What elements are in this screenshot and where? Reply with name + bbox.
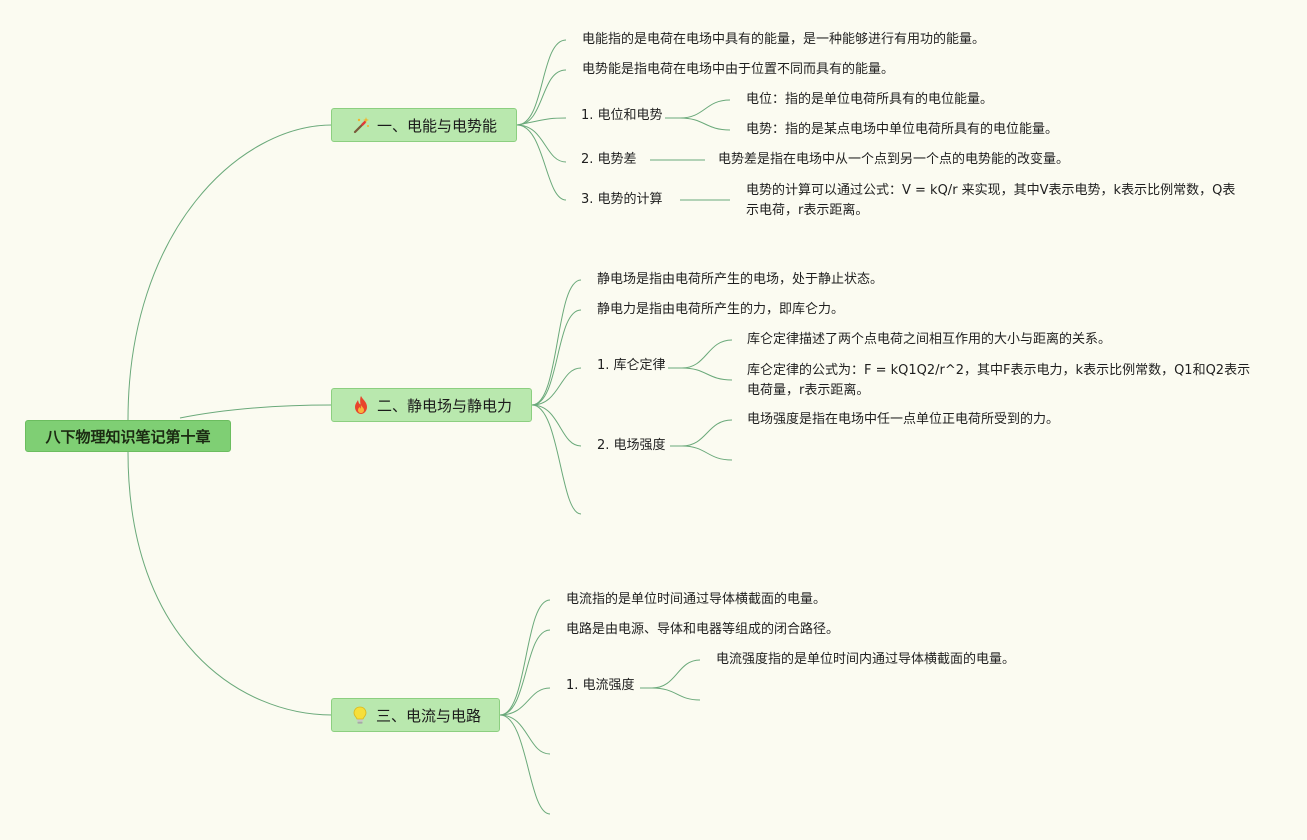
root-topic[interactable]: 八下物理知识笔记第十章 <box>25 420 231 452</box>
leaf-node[interactable]: 电流强度指的是单位时间内通过导体横截面的电量。 <box>716 652 1016 667</box>
leaf-node[interactable]: 电场强度是指在电场中任一点单位正电荷所受到的力。 <box>747 412 1060 427</box>
subtopic-node[interactable]: 1. 电流强度 <box>566 678 635 693</box>
lightbulb-icon <box>350 705 370 725</box>
leaf-node[interactable]: 电势差是指在电场中从一个点到另一个点的电势能的改变量。 <box>718 152 1070 167</box>
leaf-node[interactable]: 电流指的是单位时间通过导体横截面的电量。 <box>566 592 827 607</box>
leaf-node[interactable]: 库仑定律描述了两个点电荷之间相互作用的大小与距离的关系。 <box>747 332 1112 347</box>
leaf-node[interactable]: 电势能是指电荷在电场中由于位置不同而具有的能量。 <box>582 62 895 77</box>
subtopic-node[interactable]: 1. 电位和电势 <box>581 108 663 123</box>
branch-label: 一、电能与电势能 <box>376 116 497 135</box>
leaf-node[interactable]: 电位：指的是单位电荷所具有的电位能量。 <box>746 92 994 107</box>
subtopic-node[interactable]: 2. 电势差 <box>581 152 637 167</box>
subtopic-node[interactable]: 3. 电势的计算 <box>581 192 663 207</box>
subtopic-node[interactable]: 1. 库仑定律 <box>597 358 666 373</box>
leaf-node[interactable]: 电路是由电源、导体和电器等组成的闭合路径。 <box>566 622 840 637</box>
branch-label: 二、静电场与静电力 <box>376 396 512 415</box>
leaf-node[interactable]: 静电场是指由电荷所产生的电场，处于静止状态。 <box>597 272 884 287</box>
leaf-node[interactable]: 静电力是指由电荷所产生的力，即库仑力。 <box>597 302 845 317</box>
fire-icon <box>351 395 371 415</box>
subtopic-node[interactable]: 2. 电场强度 <box>597 438 666 453</box>
leaf-node[interactable]: 库仑定律的公式为：F = kQ1Q2/r^2，其中F表示电力，k表示比例常数，Q… <box>747 363 1251 398</box>
magic-wand-icon <box>351 115 371 135</box>
leaf-node[interactable]: 电势的计算可以通过公式：V = kQ/r 来实现，其中V表示电势，k表示比例常数… <box>746 183 1236 218</box>
leaf-node[interactable]: 电势：指的是某点电场中单位电荷所具有的电位能量。 <box>746 122 1059 137</box>
branch-topic-3[interactable]: 三、电流与电路 <box>331 698 500 732</box>
branch-topic-2[interactable]: 二、静电场与静电力 <box>331 388 532 422</box>
branch-label: 三、电流与电路 <box>375 706 481 725</box>
leaf-node[interactable]: 电能指的是电荷在电场中具有的能量，是一种能够进行有用功的能量。 <box>582 32 986 47</box>
branch-topic-1[interactable]: 一、电能与电势能 <box>331 108 517 142</box>
